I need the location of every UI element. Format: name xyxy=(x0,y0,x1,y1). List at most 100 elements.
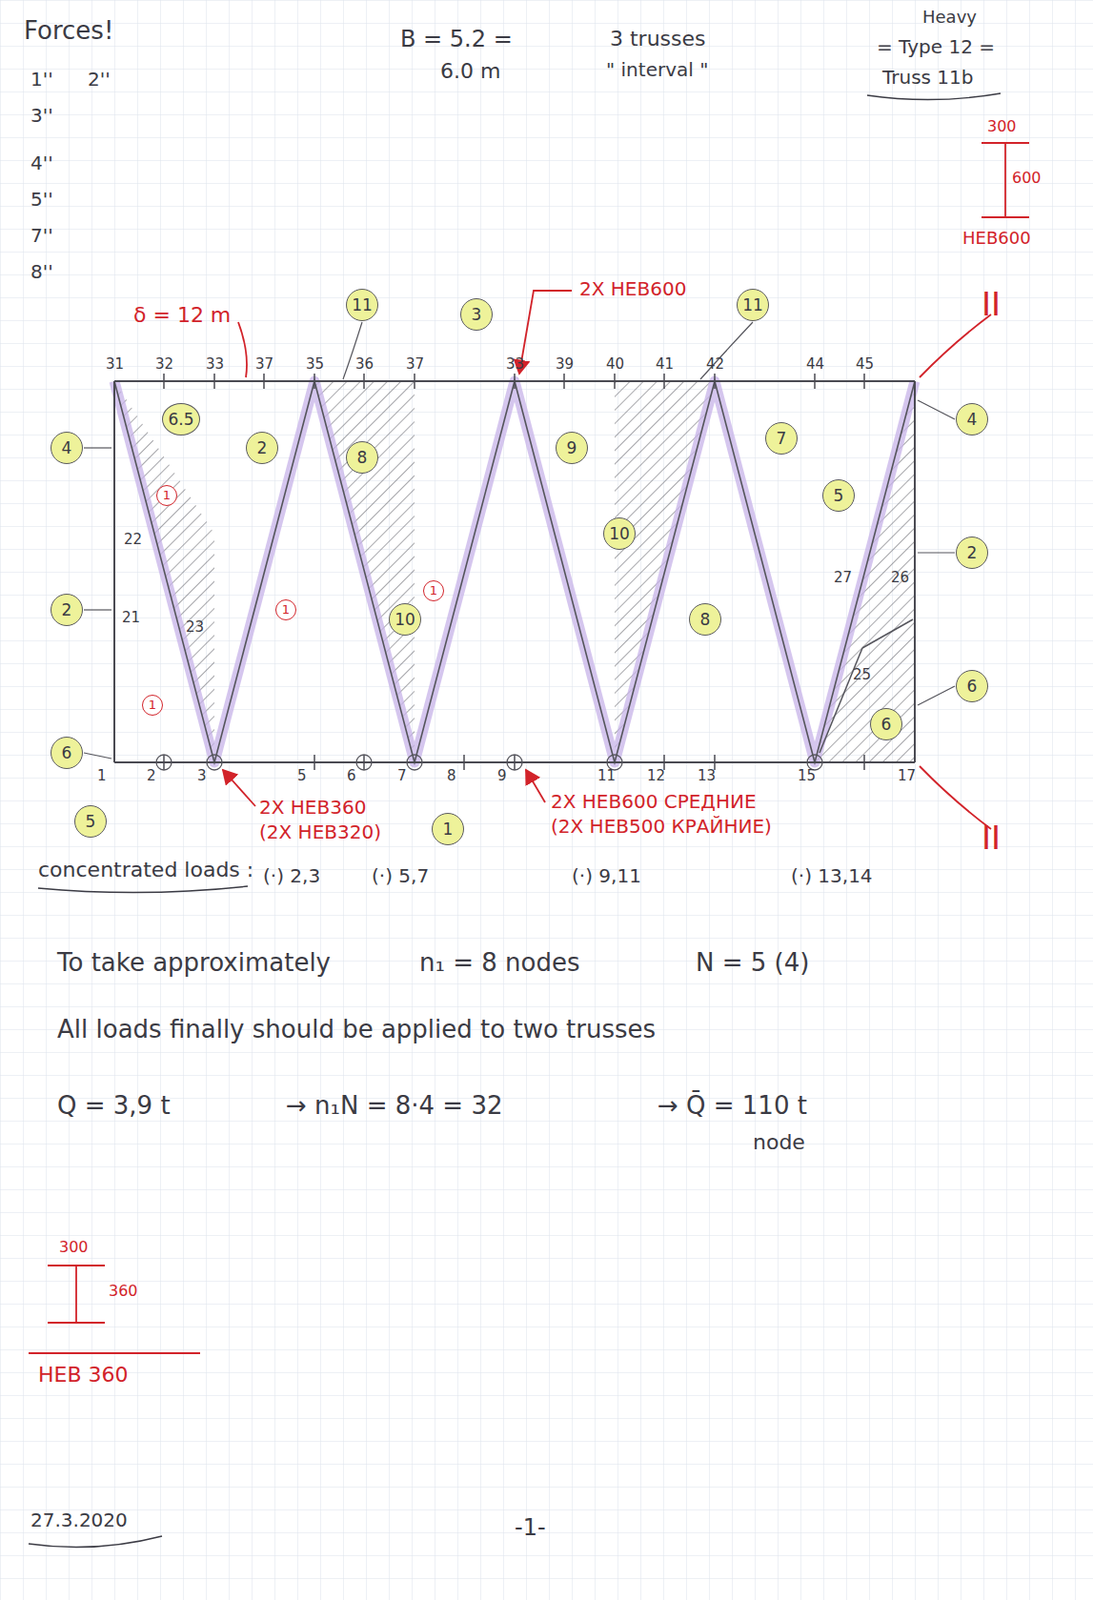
annotation: 3'' xyxy=(30,104,54,127)
joint-number: 33 xyxy=(506,356,525,373)
joint-number: 21 xyxy=(121,609,141,627)
annotation: 2X HEB360 xyxy=(259,796,366,819)
joint-number: 32 xyxy=(155,356,174,373)
joint-number: 23 xyxy=(185,619,204,636)
annotation: " interval " xyxy=(606,59,709,81)
joint-number: 22 xyxy=(123,531,142,548)
callout-number: 7 xyxy=(776,429,788,448)
annotation: node xyxy=(752,1130,806,1154)
callout-number: 5 xyxy=(85,812,97,831)
callout-circle: 6 xyxy=(870,708,903,741)
callout-number: 3 xyxy=(471,305,483,324)
annotation: 6.0 m xyxy=(440,59,501,83)
joint-number: 6 xyxy=(346,768,357,785)
annotation: II xyxy=(981,819,1001,857)
callout-circle: 6.5 xyxy=(161,403,201,436)
annotation: (·) 13,14 xyxy=(790,865,873,888)
annotation: = Type 12 = xyxy=(876,36,995,59)
joint-number: 36 xyxy=(355,356,374,373)
annotation: Forces! xyxy=(23,17,114,46)
annotation: 8'' xyxy=(30,261,54,284)
annotation: → n₁N = 8·4 = 32 xyxy=(285,1092,503,1121)
member-mark: 1 xyxy=(156,485,178,507)
callout-number: 1 xyxy=(162,488,171,503)
callout-number: 8 xyxy=(700,610,711,629)
annotation: (2X HEB320) xyxy=(259,821,382,844)
joint-number: 13 xyxy=(697,768,716,785)
joint-number: 5 xyxy=(297,768,307,785)
annotation: 4'' xyxy=(30,152,54,175)
joint-number: 35 xyxy=(305,356,324,373)
callout-circle: 7 xyxy=(765,422,798,455)
callout-number: 10 xyxy=(608,525,630,544)
joint-number: 9 xyxy=(497,768,507,785)
joint-number: 33 xyxy=(205,356,224,373)
callout-circle: 4 xyxy=(50,431,83,465)
annotation: 1'' xyxy=(30,68,54,91)
annotation: 2'' xyxy=(87,68,111,91)
joint-number: 45 xyxy=(855,356,874,373)
joint-number: 15 xyxy=(797,768,816,785)
callout-circle: 9 xyxy=(555,431,588,465)
callout-number: 1 xyxy=(282,603,290,617)
annotation: Truss 11b xyxy=(882,66,974,89)
callout-number: 1 xyxy=(148,698,157,712)
callout-number: 4 xyxy=(61,439,73,458)
joint-number: 17 xyxy=(897,768,916,785)
annotation: 2X HEB600 xyxy=(579,278,687,301)
joint-number: 7 xyxy=(397,768,407,785)
callout-circle: 2 xyxy=(245,431,279,465)
joint-number: 37 xyxy=(405,356,425,373)
annotation: δ = 12 m xyxy=(133,303,231,327)
joint-number: 26 xyxy=(890,569,910,587)
joint-number: 25 xyxy=(852,667,871,684)
callout-number: 9 xyxy=(566,439,578,458)
annotation: (·) 2,3 xyxy=(263,865,321,888)
callout-circle: 2 xyxy=(50,593,83,627)
joint-number: 40 xyxy=(606,356,625,373)
callout-circle: 10 xyxy=(603,517,636,550)
callout-number: 6 xyxy=(61,744,73,763)
callout-number: 6 xyxy=(881,715,892,734)
annotation: (2X HEB500 КРАЙНИЕ) xyxy=(550,815,772,838)
annotation: HEB 360 xyxy=(38,1362,129,1387)
callout-number: 2 xyxy=(61,601,73,620)
joint-number: 8 xyxy=(446,768,457,785)
callout-number: 10 xyxy=(394,610,416,629)
annotation: (·) 9,11 xyxy=(571,865,642,888)
joint-number: 2 xyxy=(146,768,157,785)
joint-number: 42 xyxy=(706,356,725,373)
annotation: 5'' xyxy=(30,188,54,211)
joint-number: 27 xyxy=(833,569,852,587)
joint-number: 44 xyxy=(806,356,825,373)
callout-number: 11 xyxy=(351,296,373,315)
annotation: 300 xyxy=(59,1238,89,1256)
callout-circle: 5 xyxy=(74,805,107,838)
callout-circle: 4 xyxy=(955,403,989,436)
callout-number: 2 xyxy=(967,544,978,563)
annotation: N = 5 (4) xyxy=(695,949,810,978)
annotation: (·) 5,7 xyxy=(371,865,429,888)
callout-circle: 11 xyxy=(345,288,379,322)
annotation: B = 5.2 = xyxy=(400,26,513,54)
annotation: Q = 3,9 t xyxy=(57,1092,171,1121)
member-mark: 1 xyxy=(141,694,163,716)
joint-number: 39 xyxy=(555,356,574,373)
callout-number: 2 xyxy=(257,439,268,458)
joint-number: 11 xyxy=(597,768,616,785)
callout-circle: 11 xyxy=(736,288,770,322)
annotation: n₁ = 8 nodes xyxy=(419,949,580,978)
callout-number: 1 xyxy=(443,820,454,839)
callout-circle: 1 xyxy=(431,812,465,846)
annotation: 7'' xyxy=(30,224,54,247)
callout-circle: 2 xyxy=(955,536,989,569)
annotation: concentrated loads : xyxy=(38,857,254,882)
annotation: Heavy xyxy=(922,7,977,28)
callout-circle: 10 xyxy=(388,603,422,636)
callout-number: 1 xyxy=(429,584,438,598)
annotation: 600 xyxy=(1012,169,1042,187)
annotation: 360 xyxy=(108,1282,139,1300)
member-mark: 1 xyxy=(423,580,445,602)
annotation: → Q̄ = 110 t xyxy=(657,1092,808,1121)
callout-number: 6.5 xyxy=(167,410,194,429)
